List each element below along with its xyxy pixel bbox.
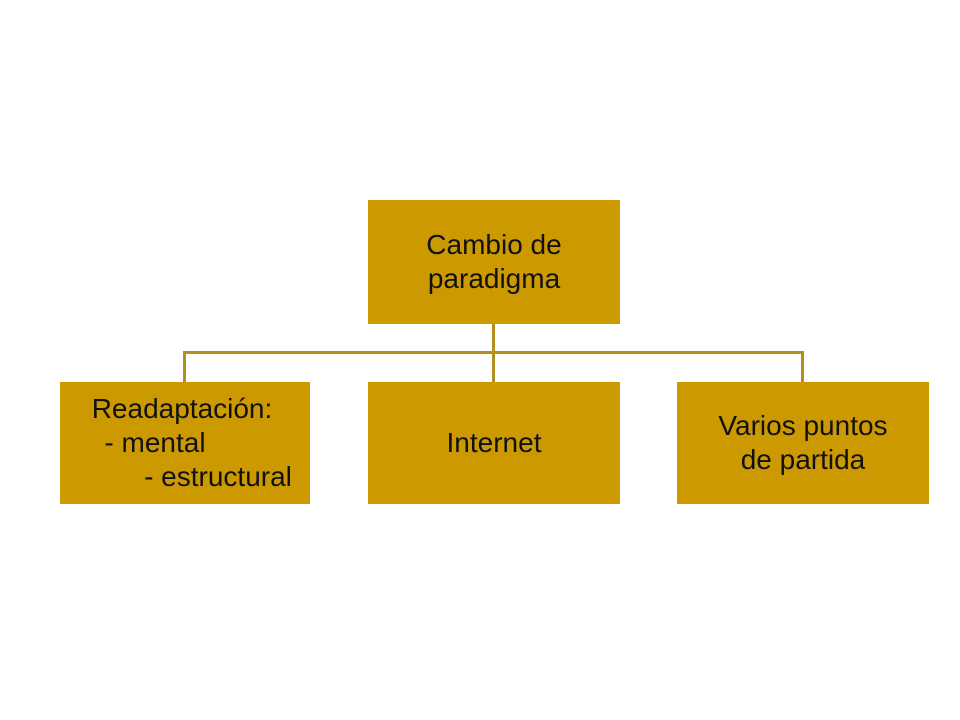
connector-child-internet bbox=[492, 351, 495, 382]
root-node-line: Cambio de bbox=[426, 229, 562, 260]
connector-root-down bbox=[492, 324, 495, 354]
child-node-line: - mental bbox=[104, 427, 206, 458]
child-node-line: de partida bbox=[740, 444, 866, 475]
child-node-line: Varios puntos bbox=[718, 410, 888, 441]
child-node-line: Internet bbox=[446, 427, 542, 458]
root-node-cambio-de-paradigma: Cambio de paradigma bbox=[368, 200, 620, 324]
child-node-readaptacion: Readaptación: - mental - estructural bbox=[60, 382, 310, 504]
child-node-varios-puntos: Varios puntos de partida bbox=[677, 382, 929, 504]
root-node-line: paradigma bbox=[427, 263, 561, 294]
child-node-line: Readaptación: bbox=[91, 393, 273, 424]
child-node-line: - estructural bbox=[144, 461, 292, 492]
connector-child-varios-puntos bbox=[801, 351, 804, 382]
child-node-internet: Internet bbox=[368, 382, 620, 504]
connector-child-readaptacion bbox=[183, 351, 186, 382]
